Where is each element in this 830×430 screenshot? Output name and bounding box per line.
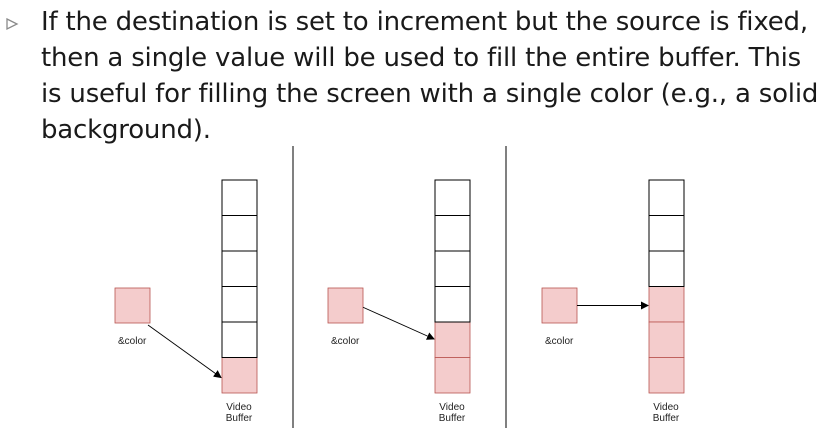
buffer-cell-filled [434,357,471,394]
buffer-label-line1: Video [439,402,465,413]
buffer-outline [648,179,685,287]
buffer-cell-empty [648,215,685,252]
buffer-outline [434,179,471,323]
fill-arrow [362,306,435,340]
buffer-label-line1: Video [226,402,252,413]
buffer-cell-empty [221,321,258,358]
buffer-cell-filled [648,286,685,323]
buffer-cell-filled [648,321,685,358]
buffer-cell-empty [434,215,471,252]
bullet-row: If the destination is set to increment b… [0,0,830,150]
buffer-cell-empty [648,250,685,287]
buffer-label-line2: Buffer [439,413,466,424]
buffer-cell-filled [221,357,258,394]
source-label: &color [331,336,360,347]
buffer-cell-empty [221,179,258,216]
buffer-cell-empty [221,215,258,252]
source-color-box [114,287,151,324]
buffer-cell-empty [434,179,471,216]
buffer-cell-empty [434,250,471,287]
buffer-cell-filled [434,321,471,358]
buffer-cell-filled [648,357,685,394]
buffer-label-line2: Buffer [226,413,253,424]
buffer-label-line2: Buffer [653,413,680,424]
triangle-bullet-icon [6,17,19,31]
buffer-cell-empty [221,286,258,323]
bullet-text: If the destination is set to increment b… [41,7,819,145]
source-color-box [327,287,364,324]
buffer-label-line1: Video [653,402,679,413]
source-color-box [541,287,578,324]
source-label: &color [118,336,147,347]
fill-arrow [147,324,222,379]
buffer-cell-empty [434,286,471,323]
source-label: &color [545,336,574,347]
buffer-outline [221,179,258,358]
buffer-cell-empty [221,250,258,287]
buffer-cell-empty [648,179,685,216]
